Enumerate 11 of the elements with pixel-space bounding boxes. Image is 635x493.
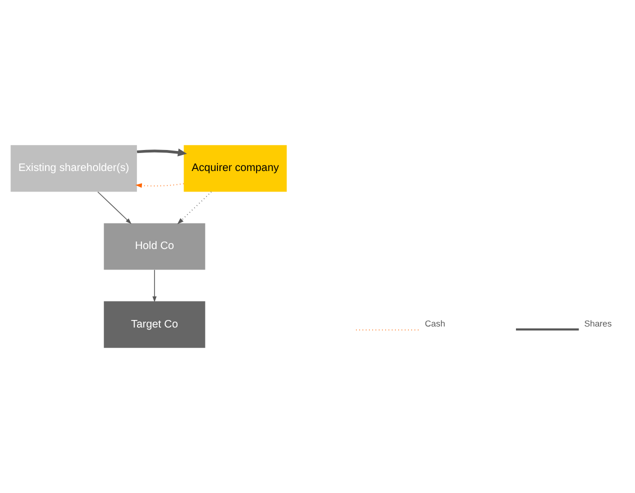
arrow [152,270,157,302]
legend-label: Shares [584,318,612,329]
node-box: Hold Co [104,223,206,270]
arrow [97,191,132,224]
arrow [135,183,184,188]
arrow [177,192,212,224]
arrow [136,148,187,156]
legend-label: Cash [424,318,446,329]
node-box: Target Co [104,301,206,348]
node-box: Existing shareholder(s) [10,145,137,192]
node-box: Acquirer company [184,145,287,192]
